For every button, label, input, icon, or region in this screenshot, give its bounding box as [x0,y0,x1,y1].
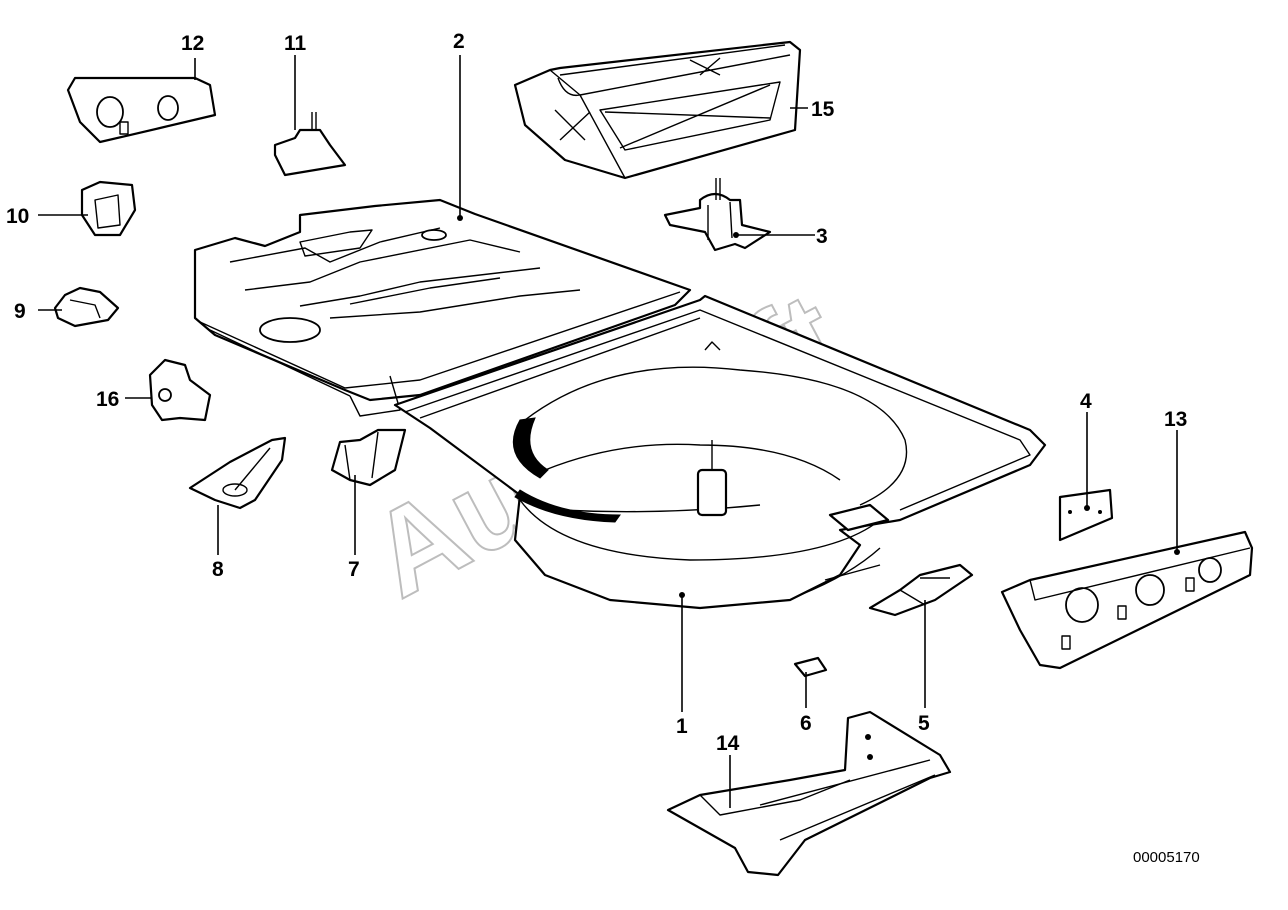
part-3-mount-bracket [663,178,772,252]
part-14-crossmember [666,710,952,877]
callout-13: 13 [1164,408,1187,431]
callout-4: 4 [1080,390,1092,413]
callout-10: 10 [6,205,29,228]
part-11-mount [273,112,347,177]
callout-3: 3 [816,225,828,248]
part-15-storage-box [513,40,802,180]
callout-16: 16 [96,388,119,411]
part-13-panel [1000,530,1254,670]
part-1-spare-wheel-well [393,294,1047,610]
callouts: 12 11 2 15 3 10 9 16 8 7 4 13 1 6 5 14 [6,30,1187,755]
document-number: 00005170 [1133,849,1200,866]
callout-5: 5 [918,712,930,735]
part-9-clip [53,286,120,328]
callout-8: 8 [212,558,224,581]
part-12-bracket [66,76,217,144]
callout-11: 11 [284,32,307,55]
callout-2: 2 [453,30,465,53]
part-5-bracket [868,563,974,617]
part-6-clip [793,656,828,678]
callout-1: 1 [676,715,688,738]
part-2-floor-panel [193,198,692,417]
part-10-block [80,180,137,237]
callout-7: 7 [348,558,360,581]
callout-9: 9 [14,300,26,323]
callout-6: 6 [800,712,812,735]
part-8-bracket [188,436,287,510]
leader-lines [38,55,1180,808]
callout-15: 15 [811,98,835,121]
part-4-plate [1058,488,1114,542]
callout-12: 12 [181,32,204,55]
part-16-bracket [148,358,212,422]
part-7-bracket [330,428,407,487]
callout-14: 14 [716,732,740,755]
